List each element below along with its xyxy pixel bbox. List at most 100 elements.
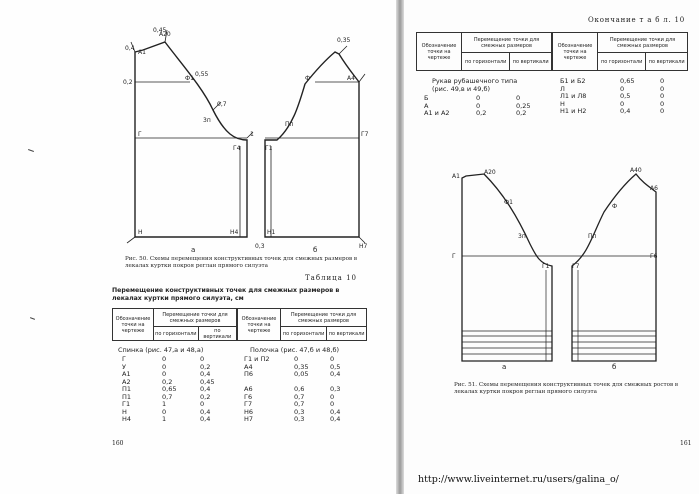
horizontal-cell: 0,5 xyxy=(620,92,631,100)
vertical-cell: 0 xyxy=(330,392,335,401)
back-section-title: Спинка (рис. 47,а и 48,а) xyxy=(118,346,204,354)
fig51-g6: Г6 xyxy=(650,253,658,260)
footer-url[interactable]: http://www.liveinternet.ru/users/galina_… xyxy=(418,474,619,485)
vertical-cell: 0,4 xyxy=(200,370,211,378)
fig51-ph1: Ф1 xyxy=(504,199,513,206)
vertical-cell: 0,4 xyxy=(330,370,341,378)
page-number-right: 161 xyxy=(680,440,692,447)
fig51-a20: А20 xyxy=(484,169,496,176)
right-page: Окончание т а б л. 10 Обозначение точки … xyxy=(404,0,699,494)
horizontal-cell: 0 xyxy=(162,355,167,363)
label-g: Г xyxy=(138,131,142,138)
point-cell: Н4 xyxy=(122,415,132,423)
vertical-cell: 0,2 xyxy=(200,392,211,401)
fig51-label-b: б xyxy=(612,363,616,371)
header-designation: Обозначение точки на чертеже xyxy=(112,308,154,341)
point-cell: А6 xyxy=(244,385,253,393)
figure-50-drawing: А1 А20 0,45 0,4 0,2 Ф1 0,55 3п 0,7 Г Г4 … xyxy=(123,27,369,254)
horizontal-cell: 0,7 xyxy=(162,392,173,401)
label-h7: Н7 xyxy=(359,243,368,250)
header-horizontal: по горизонтали xyxy=(153,326,199,341)
right-header-right: Обозначение точки на чертеже Перемещение… xyxy=(552,32,688,71)
vertical-cell: 0,4 xyxy=(330,407,341,416)
table-header-left: Обозначение точки на чертеже Перемещение… xyxy=(112,308,238,341)
horizontal-cell: 0,05 xyxy=(294,370,309,378)
fig51-a40: А40 xyxy=(630,167,642,174)
right-header-horizontal: по горизонтали xyxy=(460,52,511,71)
fig51-g: Г xyxy=(452,253,456,260)
label-a20: А20 xyxy=(159,31,171,38)
point-cell: У xyxy=(122,362,126,371)
vertical-cell: 0 xyxy=(200,400,205,408)
point-cell: П6 xyxy=(244,370,254,378)
figure-51-drawing: А1 А20 Ф1 3п Г Г1 Г7 Г6 А40 А6 Ф Пп а б xyxy=(452,167,658,371)
header-vertical: по вертикали xyxy=(197,326,238,341)
horizontal-cell: 0,3 xyxy=(294,407,305,416)
figure-51-caption: Рис. 51. Схемы перемещения конструктивны… xyxy=(454,382,679,395)
vertical-cell: 0,4 xyxy=(200,385,211,393)
fig51-a1: А1 xyxy=(452,173,460,180)
right-header-designation-2: Обозначение точки на чертеже xyxy=(552,32,598,71)
table-row: Г6 0,7 0 xyxy=(244,392,364,402)
point-cell: А1 и А2 xyxy=(424,109,450,117)
horizontal-cell: 0,6 xyxy=(294,385,305,393)
vertical-cell: 0,4 xyxy=(200,407,211,416)
horizontal-cell: 0 xyxy=(162,370,167,378)
point-cell: Н7 xyxy=(244,415,254,423)
label-1: 1 xyxy=(250,131,254,138)
horizontal-cell: 0,7 xyxy=(294,400,305,408)
point-cell: П1 xyxy=(122,385,132,393)
table-row: П6 0,05 0,4 xyxy=(244,370,364,379)
horizontal-cell: 1 xyxy=(162,415,167,423)
vertical-cell: 0 xyxy=(200,355,205,363)
right-header-vertical: по вертикали xyxy=(509,52,552,71)
horizontal-cell: 0,3 xyxy=(294,415,305,423)
label-035: 0,35 xyxy=(337,37,351,44)
point-cell: Г6 xyxy=(244,392,253,401)
point-cell: Г1 и П2 xyxy=(244,355,270,363)
table-row: Н6 0,3 0,4 xyxy=(244,407,364,417)
label-b: б xyxy=(313,246,317,254)
horizontal-cell: 0,65 xyxy=(620,77,635,85)
vertical-cell: 0 xyxy=(660,99,665,108)
point-cell: Н6 xyxy=(244,407,254,416)
horizontal-cell: 0 xyxy=(620,84,625,93)
right-header-move: Перемещение точки для смежных размеров xyxy=(461,32,552,53)
horizontal-cell: 0,4 xyxy=(620,107,631,115)
header-move: Перемещение точки для смежных размеров xyxy=(153,308,237,327)
point-cell: Н xyxy=(122,407,127,416)
table-label: Таблица 10 xyxy=(305,274,357,282)
label-045: 0,45 xyxy=(153,27,167,34)
margin-mark-2 xyxy=(29,317,36,320)
figure-50-caption: Рис. 50. Схемы перемещения конструктивны… xyxy=(125,256,358,269)
horizontal-cell: 0,35 xyxy=(294,362,309,371)
vertical-cell: 0,25 xyxy=(516,101,531,110)
horizontal-cell: 0,7 xyxy=(294,392,305,401)
fig51-ph: Ф xyxy=(612,203,617,210)
front-section-title: Полочка (рис. 47,б и 48,б) xyxy=(250,346,339,354)
fig51-g7: Г7 xyxy=(572,263,580,270)
label-055: 0,55 xyxy=(195,71,209,78)
page-number-left: 160 xyxy=(112,440,124,447)
vertical-cell: 0,4 xyxy=(330,415,341,423)
sleeve-title: Рукав рубашечного типа (рис. 49,в и 49,б… xyxy=(432,77,518,93)
right-header-designation: Обозначение точки на чертеже xyxy=(416,32,462,71)
